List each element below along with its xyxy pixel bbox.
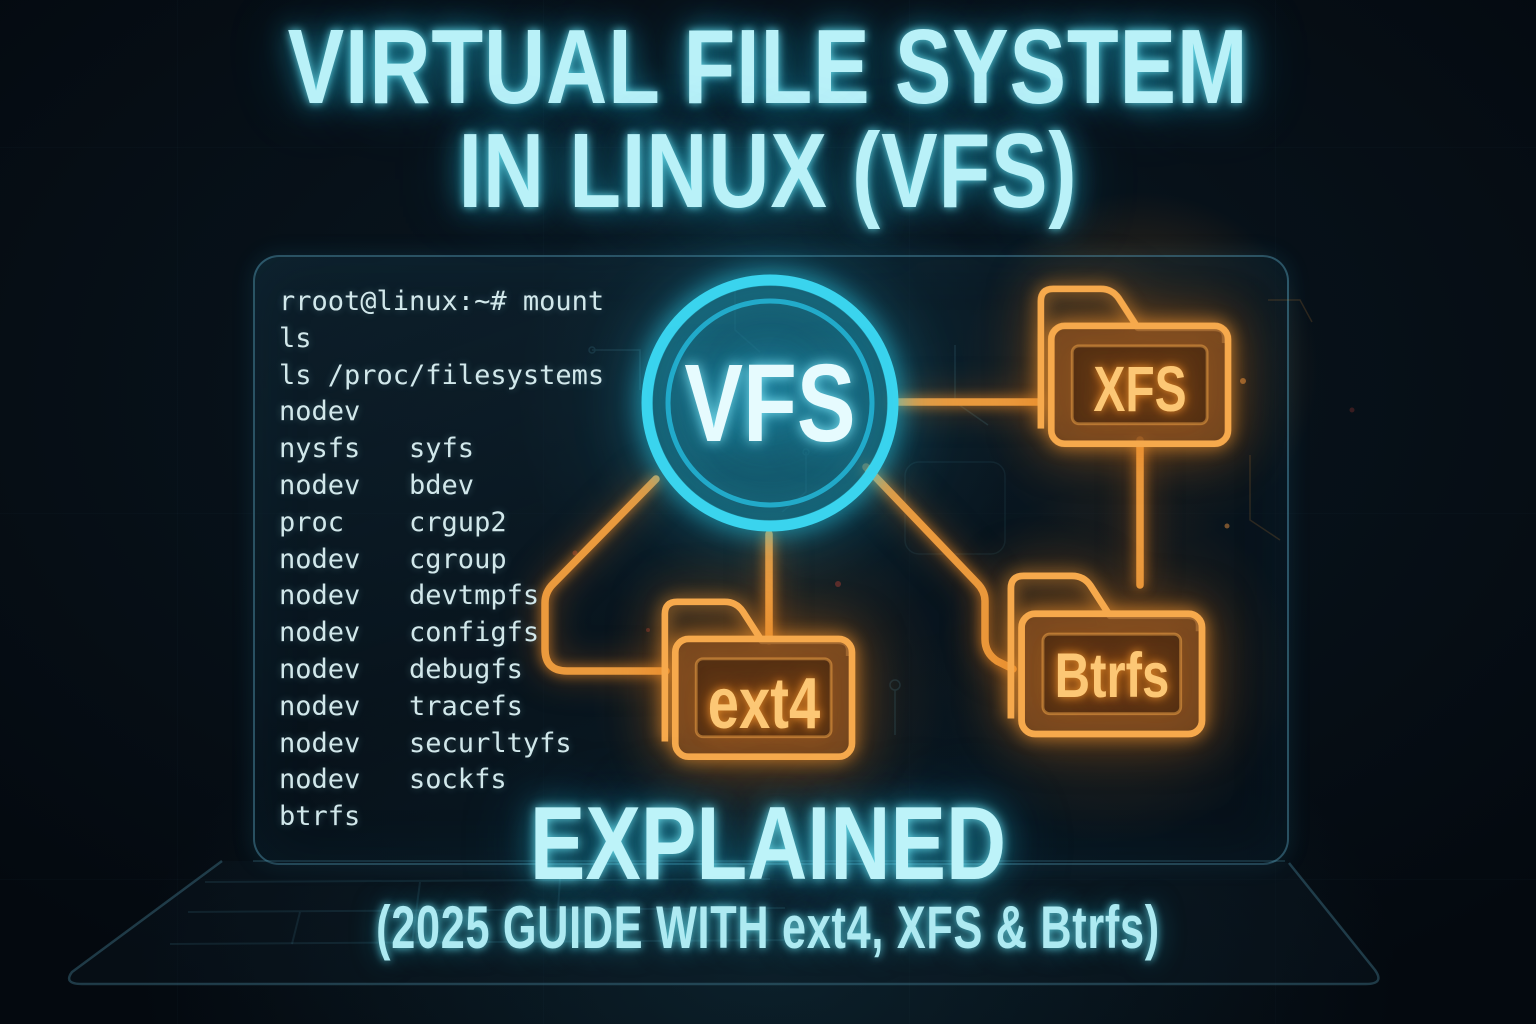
footer-subheading: (2025 GUIDE WITH ext4, XFS & Btrfs) [376, 894, 1160, 961]
connector-vfs-btrfs [862, 463, 1017, 673]
xfs-folder-label: XFS [1093, 353, 1187, 425]
terminal-line: btrfs [279, 801, 361, 833]
terminal-line: nysfs syfs [279, 433, 475, 465]
terminal-output: rroot@linux:~# mount ls ls /proc/filesys… [279, 284, 839, 836]
page-title: VIRTUAL FILE SYSTEM IN LINUX (VFS) [154, 8, 1383, 230]
footer-heading: EXPLAINED [529, 786, 1007, 902]
ext4-folder-label: ext4 [707, 664, 821, 744]
terminal-line: ls [279, 322, 312, 354]
btrfs-folder-label: Btrfs [1054, 641, 1170, 711]
terminal-line: nodev debugfs [279, 653, 523, 685]
terminal-line: nodev devtmpfs [279, 580, 540, 612]
terminal-line: nodev configfs [279, 617, 540, 649]
terminal-line: nodev bdev [279, 469, 475, 501]
connector-lines [541, 398, 1144, 675]
terminal-line: proc crgup2 [279, 506, 507, 538]
vfs-hub-circle [641, 274, 899, 532]
terminal-line: nodev tracefs [279, 690, 523, 722]
terminal-line: nodev [279, 396, 361, 428]
circuit-dots [572, 378, 1355, 819]
terminal-line: rroot@linux:~# mount [279, 286, 605, 317]
terminal-line: ls /proc/filesystems [279, 359, 605, 391]
keyboard-hint-lines [169, 878, 801, 945]
title-line-2: IN LINUX (VFS) [458, 111, 1078, 230]
laptop-outline [67, 859, 1380, 986]
circuit-decorations-orange [1249, 299, 1313, 541]
title-line-1: VIRTUAL FILE SYSTEM [287, 8, 1249, 126]
vfs-hub-label: VFS [684, 342, 856, 465]
connector-vfs-ext4-left [541, 475, 670, 675]
terminal-line: nodev cgroup [279, 543, 507, 575]
terminal-line: nodev sockfs [279, 764, 507, 796]
terminal-line: nodev securltyfs [279, 727, 572, 759]
